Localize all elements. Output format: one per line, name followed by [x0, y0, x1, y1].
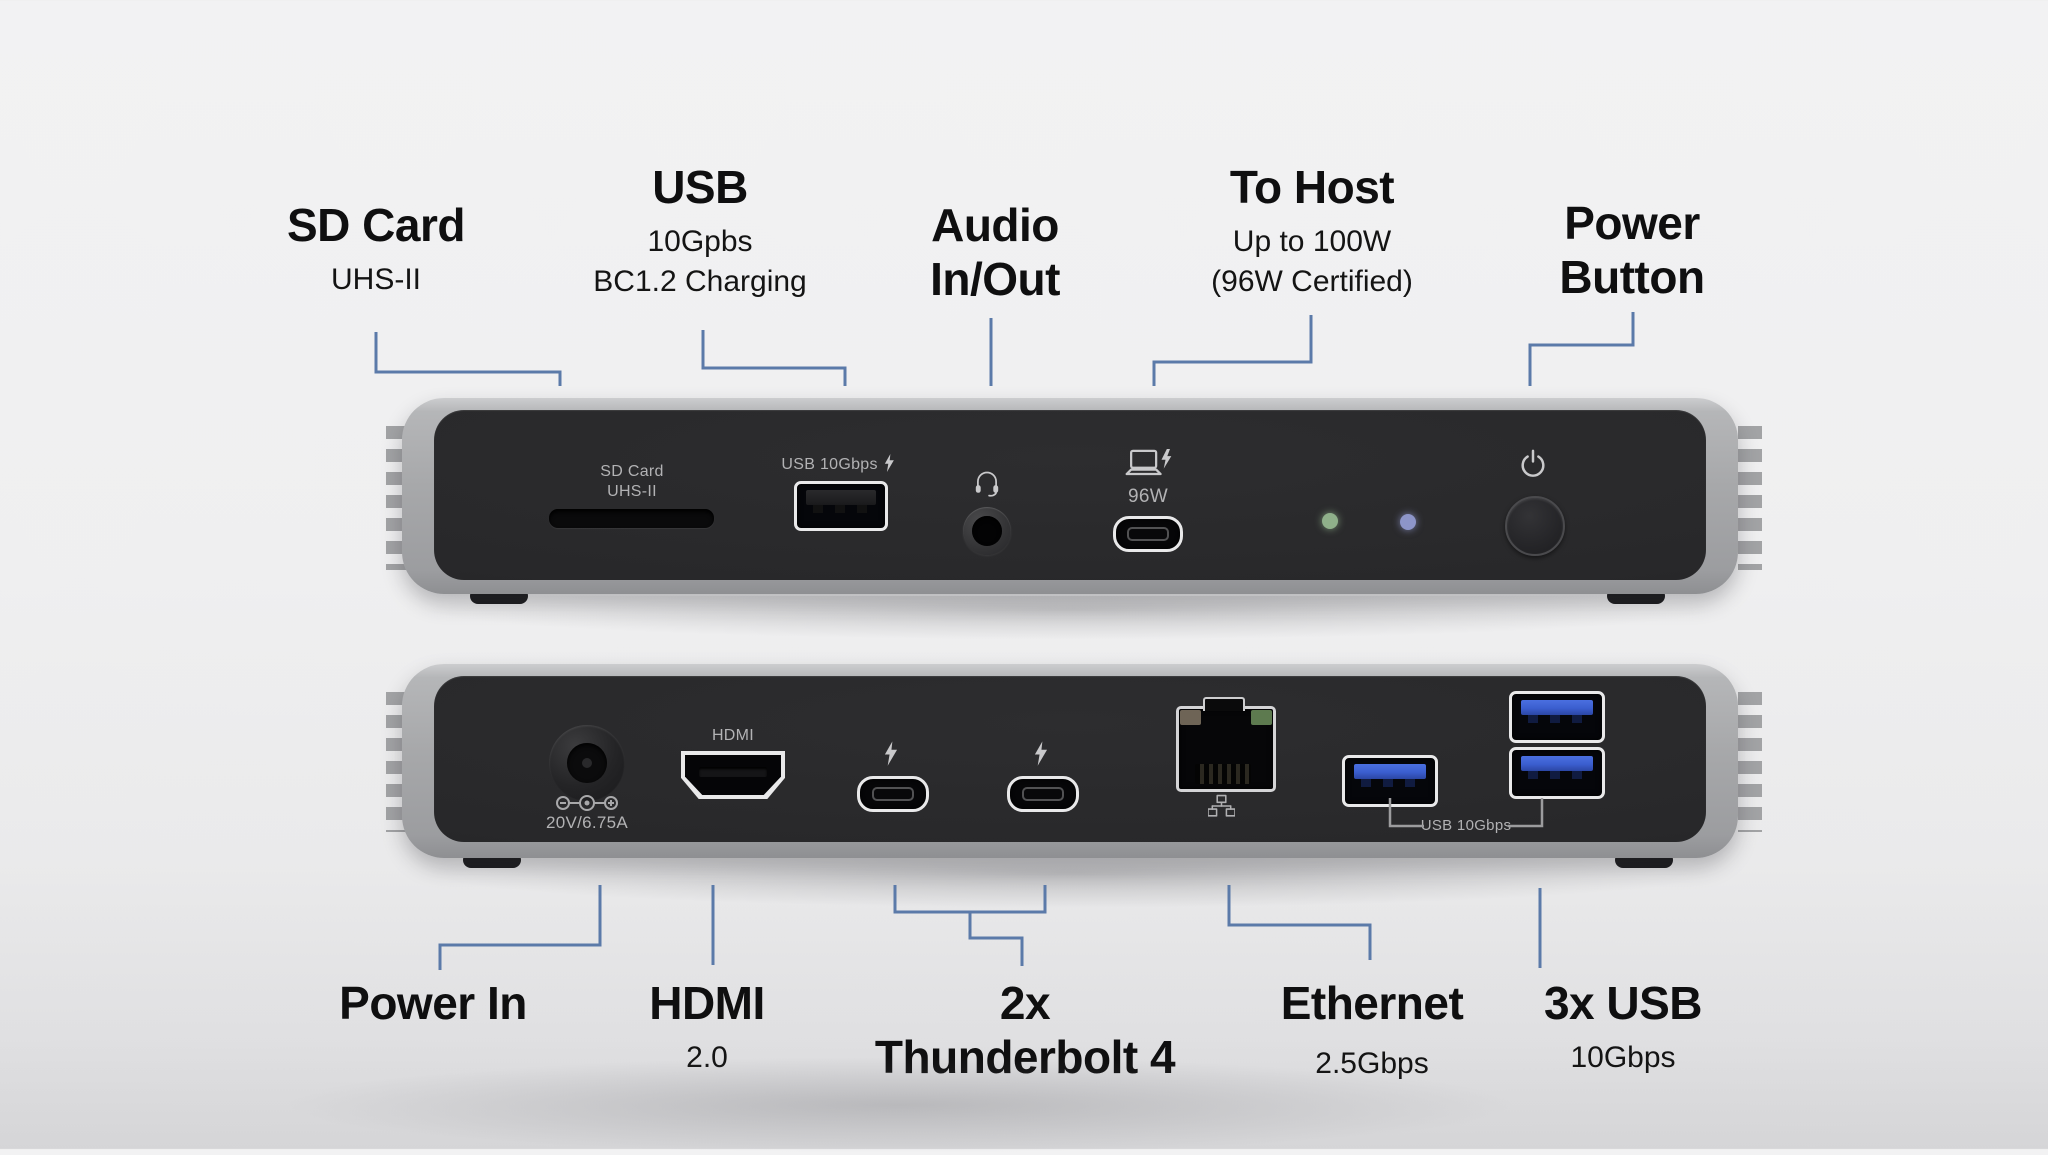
callout-subtitle: 2.5Gbps	[1315, 1047, 1429, 1080]
callout-title: Power	[1564, 197, 1700, 249]
callout-usb: USB 10Gpbs BC1.2 Charging	[500, 160, 900, 302]
usb-c-host-port	[1113, 516, 1183, 552]
callout-line-ethernet	[1227, 885, 1372, 960]
sd-card-print: SD Card UHS-II	[600, 463, 664, 500]
callout-3x-usb: 3x USB 10Gbps	[1423, 976, 1823, 1078]
thunderbolt-port-1	[857, 776, 929, 812]
sd-card-slot	[549, 509, 714, 528]
bolt-icon	[1033, 740, 1048, 767]
callout-line-power-in	[438, 885, 602, 970]
network-icon	[1208, 794, 1235, 818]
callout-power-in: Power In	[233, 976, 633, 1030]
rear-device-shadow	[420, 858, 1720, 908]
callout-to-host: To Host Up to 100W (96W Certified)	[1112, 160, 1512, 302]
callout-sd-card: SD Card UHS-II	[176, 198, 576, 300]
dock-rear-face	[434, 676, 1706, 842]
dock-front-face	[434, 410, 1706, 580]
callout-title: 3x USB	[1543, 977, 1703, 1029]
callout-title: HDMI	[649, 977, 765, 1029]
callout-subtitle: 2.0	[686, 1041, 728, 1074]
callout-subtitle: BC1.2 Charging	[593, 265, 807, 298]
callout-subtitle: Up to 100W	[1232, 225, 1392, 258]
status-led-green	[1322, 513, 1338, 529]
usb-a-port-2	[1509, 691, 1605, 743]
audio-jack	[963, 507, 1011, 555]
callout-line-sd-card	[374, 332, 562, 386]
usb-port-print: USB 10Gbps	[748, 454, 928, 474]
power-icon	[1519, 448, 1547, 480]
bolt-icon	[883, 740, 898, 767]
callout-title: Ethernet	[1280, 977, 1464, 1029]
callout-title: To Host	[1229, 161, 1395, 213]
callout-line-usb	[701, 330, 847, 386]
power-rating-print: 20V/6.75A	[545, 813, 629, 832]
polarity-icon	[554, 793, 620, 813]
callout-ethernet: Ethernet 2.5Gbps	[1172, 976, 1572, 1084]
usb-a-port-1	[1342, 755, 1438, 807]
callout-subtitle: 10Gbps	[1570, 1041, 1676, 1074]
callout-title: Audio	[931, 199, 1059, 251]
callout-thunderbolt: 2x Thunderbolt 4	[725, 976, 1325, 1084]
headset-icon	[973, 468, 1001, 498]
thunderbolt-port-2	[1007, 776, 1079, 812]
status-led-purple	[1400, 514, 1416, 530]
callout-subtitle: 10Gpbs	[647, 225, 753, 258]
hdmi-print: HDMI	[711, 727, 755, 744]
callout-power-button: Power Button	[1432, 196, 1832, 304]
callout-line-to-host	[1152, 315, 1313, 386]
front-device-shadow	[420, 596, 1720, 640]
hdmi-port	[681, 751, 785, 799]
callout-title: SD Card	[287, 199, 465, 251]
callout-title: Thunderbolt 4	[874, 1031, 1176, 1083]
callout-title: Button	[1559, 251, 1705, 303]
usb-group-print: USB 10Gbps	[1420, 817, 1512, 834]
callout-title: In/Out	[930, 253, 1060, 305]
power-button	[1505, 496, 1565, 556]
callout-title: 2x	[999, 977, 1051, 1029]
callout-subtitle: UHS-II	[331, 263, 421, 296]
heatsink-fins-right	[1738, 426, 1762, 570]
callout-title: USB	[652, 161, 748, 213]
callout-line-power-button	[1528, 312, 1635, 386]
callout-subtitle: (96W Certified)	[1211, 265, 1413, 298]
callout-audio: Audio In/Out	[795, 198, 1195, 306]
callout-title: Power In	[339, 977, 527, 1029]
callout-line-thunderbolt	[893, 885, 1047, 966]
callout-hdmi: HDMI 2.0	[507, 976, 907, 1078]
ethernet-port	[1176, 697, 1276, 792]
usb-a-port-front	[794, 481, 888, 531]
laptop-charging-icon	[1124, 448, 1174, 484]
bolt-icon	[884, 454, 894, 472]
host-wattage-print: 96W	[1128, 486, 1168, 507]
power-in-jack	[549, 725, 625, 801]
usb-a-port-3	[1509, 747, 1605, 799]
heatsink-fins-right	[1738, 692, 1762, 832]
